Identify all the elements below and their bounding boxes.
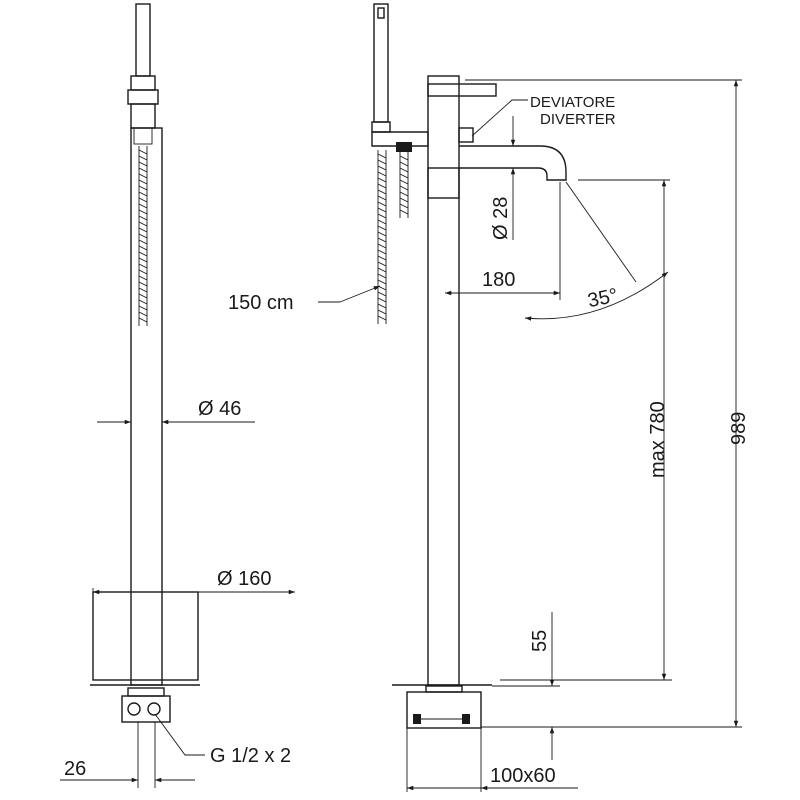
dimension-max780: max 780 xyxy=(500,180,672,681)
column-front xyxy=(130,127,163,686)
shower-holder-bracket xyxy=(130,103,156,129)
label-d160: Ø 160 xyxy=(217,568,271,590)
hose-front xyxy=(138,146,148,326)
dimension-base: 100x60 xyxy=(406,728,578,792)
label-max780: max 780 xyxy=(647,401,669,478)
dimension-d46: Ø 46 xyxy=(97,398,255,425)
label-thread: G 1/2 x 2 xyxy=(210,745,291,767)
dimension-d989: 989 xyxy=(465,79,750,728)
shower-holder-mid xyxy=(127,89,159,105)
hose-nut xyxy=(396,142,412,152)
hose-side xyxy=(377,150,409,324)
label-diverter: DIVERTER xyxy=(540,111,616,128)
mixer-body xyxy=(427,75,460,199)
label-deviatore: DEVIATORE xyxy=(530,94,615,111)
label-d55: 55 xyxy=(529,630,551,652)
shower-holder-top xyxy=(130,75,156,91)
dimension-angle: 35° xyxy=(524,179,670,321)
connector-block xyxy=(121,695,171,723)
label-angle: 35° xyxy=(586,284,620,312)
base-plate-front xyxy=(92,591,199,681)
spout xyxy=(459,145,567,181)
connector-top xyxy=(127,687,165,697)
dimension-d160: Ø 160 xyxy=(92,568,295,596)
hose-connector xyxy=(133,127,153,145)
label-hose: 150 cm xyxy=(228,292,294,314)
label-d46: Ø 46 xyxy=(198,398,241,420)
hose-callout: 150 cm xyxy=(228,285,381,314)
dimension-d28: Ø 28 xyxy=(490,116,516,240)
dimension-d55: 55 xyxy=(492,612,560,760)
label-d28: Ø 28 xyxy=(490,197,512,240)
dimension-d26: 26 xyxy=(60,758,195,783)
thread-callout: G 1/2 x 2 xyxy=(154,713,291,767)
label-d26: 26 xyxy=(64,758,86,780)
hand-shower-head xyxy=(135,3,151,77)
base-collar xyxy=(425,685,463,693)
shower-button xyxy=(377,7,385,19)
diverter-callout: DEVIATORE DIVERTER xyxy=(471,94,616,137)
label-base: 100x60 xyxy=(490,765,556,787)
box-clip-right xyxy=(462,714,470,724)
hand-shower-side xyxy=(373,3,389,123)
inlet-right xyxy=(147,702,161,716)
label-d180: 180 xyxy=(482,269,515,291)
lever-handle xyxy=(427,83,497,97)
front-view xyxy=(90,3,200,788)
diverter-knob xyxy=(458,127,474,143)
floor-box xyxy=(406,691,482,729)
label-d989: 989 xyxy=(728,412,750,445)
column-side xyxy=(427,167,460,686)
shower-holder-side xyxy=(371,121,391,133)
side-view xyxy=(371,3,567,729)
inlet-left xyxy=(127,702,141,716)
box-clip-left xyxy=(413,714,421,724)
